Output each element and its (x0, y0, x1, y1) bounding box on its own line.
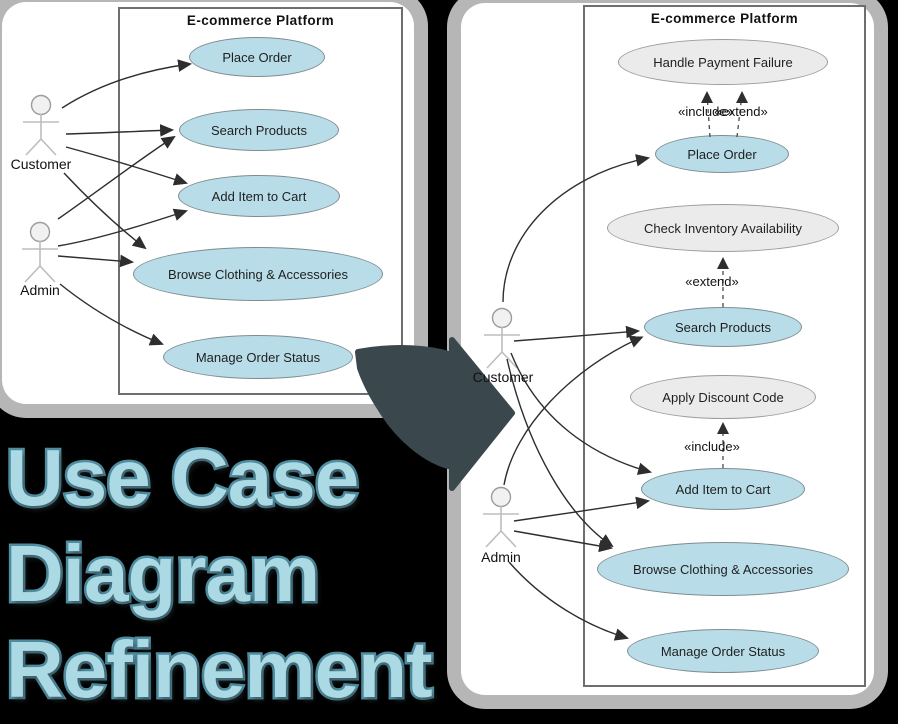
slide-title: Use Case Diagram Refinement (4, 430, 436, 718)
usecase-after-manage-order-status: Manage Order Status (627, 629, 819, 673)
usecase-before-place-order: Place Order (189, 37, 325, 77)
stereotype-payment-include: «include» (678, 104, 734, 119)
label-before-customer: Customer (10, 156, 72, 172)
label-after-admin: Admin (481, 549, 521, 565)
stereotype-discount-include: «include» (684, 439, 740, 454)
slide-title-line-1: Use Case (4, 431, 362, 525)
usecase-before-manage-order-status: Manage Order Status (163, 335, 353, 379)
usecase-after-check-inventory: Check Inventory Availability (607, 204, 839, 252)
before-frame-title: E-commerce Platform (186, 13, 335, 28)
stereotype-payment-extend: «extend» (714, 104, 768, 119)
slide-title-line-2: Diagram (4, 527, 323, 621)
after-frame-title: E-commerce Platform (650, 11, 799, 26)
label-after-customer: Customer (472, 369, 534, 385)
slide-title-line-3: Refinement (4, 623, 436, 717)
usecase-after-apply-discount-code: Apply Discount Code (630, 375, 816, 419)
usecase-after-place-order: Place Order (655, 135, 789, 173)
label-before-admin: Admin (20, 282, 60, 298)
usecase-after-browse-clothing: Browse Clothing & Accessories (597, 542, 849, 596)
usecase-before-browse-clothing: Browse Clothing & Accessories (133, 247, 383, 301)
usecase-before-add-item-to-cart: Add Item to Cart (178, 175, 340, 217)
usecase-after-search-products: Search Products (644, 307, 802, 347)
usecase-after-add-item-to-cart: Add Item to Cart (641, 468, 805, 510)
usecase-after-handle-payment-failure: Handle Payment Failure (618, 39, 828, 85)
usecase-before-search-products: Search Products (179, 109, 339, 151)
stereotype-inventory-extend: «extend» (685, 274, 739, 289)
